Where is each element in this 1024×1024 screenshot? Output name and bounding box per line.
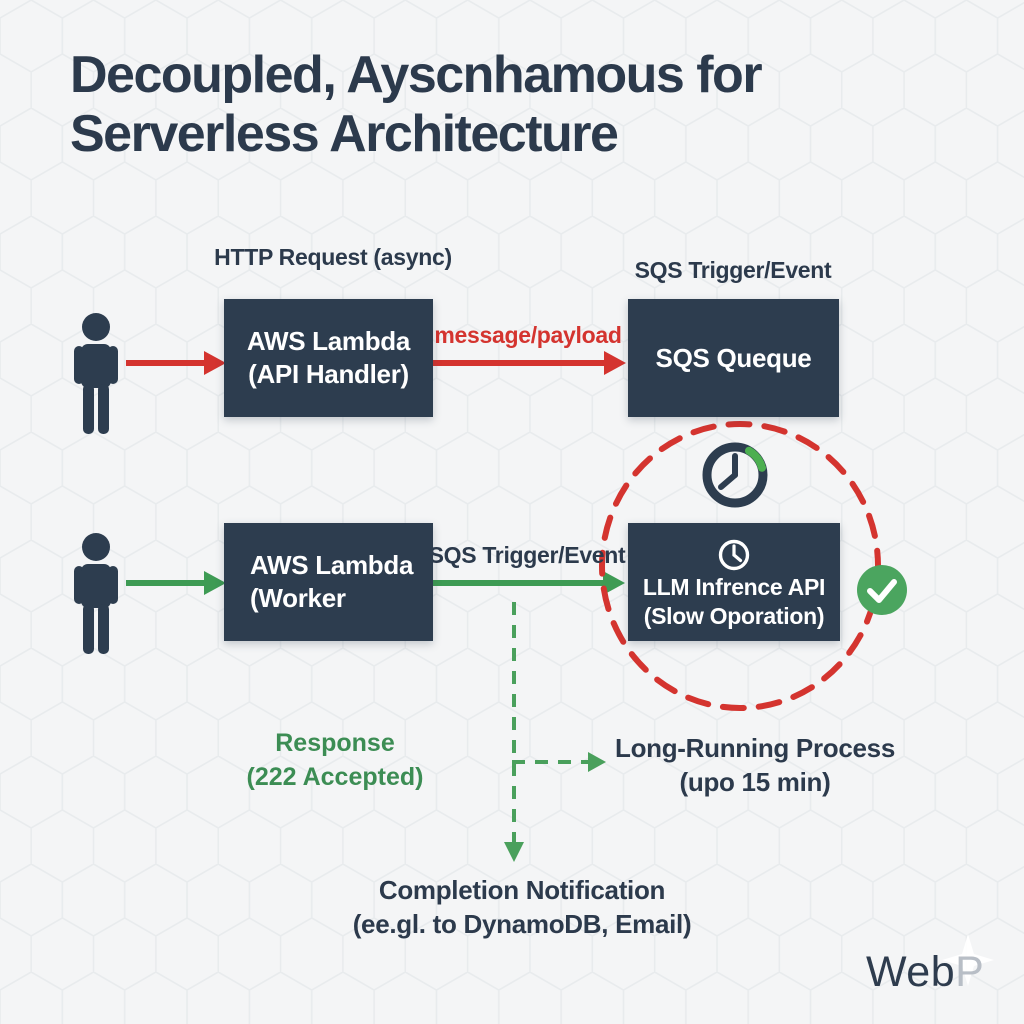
llm-inference-box: LLM Infrence API (Slow Oporation) — [628, 523, 840, 641]
watermark-p: P — [955, 948, 985, 996]
message-payload-label: message/payload — [434, 322, 622, 348]
long-running-annotation: Long-Running Process (upo 15 min) — [590, 731, 920, 799]
aws-lambda-api-handler-box: AWS Lambda (API Handler) — [224, 299, 433, 417]
response-line-1: Response — [275, 729, 395, 757]
page-title: Decoupled, Ayscnhamous for Serverless Ar… — [70, 46, 763, 164]
completion-line-1: Completion Notification — [378, 875, 666, 905]
sqs-queue-label: SQS Queque — [655, 342, 812, 373]
title-line-2: Serverless Architecture — [70, 105, 619, 163]
person-icon — [74, 533, 118, 654]
watermark-web: Web — [866, 948, 956, 996]
worker-line-2: (Worker — [250, 583, 346, 613]
person-icon — [74, 313, 118, 434]
sqs-trigger-mid-label: SQS Trigger/Event — [428, 542, 626, 568]
api-handler-line-2: (API Handler) — [248, 359, 409, 389]
clock-timer-icon — [702, 442, 768, 508]
title-line-1: Decoupled, Ayscnhamous for — [70, 46, 763, 104]
sparkle-icon — [942, 934, 994, 986]
llm-line-1: LLM Infrence API — [642, 574, 826, 600]
long-running-line-1: Long-Running Process — [614, 733, 895, 763]
http-request-label: HTTP Request (async) — [214, 244, 452, 270]
aws-lambda-worker-box: AWS Lambda (Worker — [224, 523, 433, 641]
check-circle-icon — [857, 565, 907, 615]
llm-line-2: (Slow Oporation) — [643, 603, 825, 629]
watermark: WebP — [866, 948, 984, 997]
response-line-2: (222 Accepted) — [246, 763, 424, 791]
response-annotation: Response (222 Accepted) — [185, 726, 485, 794]
api-handler-line-1: AWS Lambda — [246, 326, 411, 356]
clock-icon — [718, 539, 750, 571]
completion-line-2: (ee.gl. to DynamoDB, Email) — [352, 909, 692, 939]
long-running-line-2: (upo 15 min) — [679, 767, 831, 797]
sqs-trigger-top-label: SQS Trigger/Event — [634, 257, 832, 283]
worker-line-1: AWS Lambda — [250, 550, 414, 580]
sqs-queue-box: SQS Queque — [628, 299, 839, 417]
completion-annotation: Completion Notification (ee.gl. to Dynam… — [330, 873, 714, 941]
